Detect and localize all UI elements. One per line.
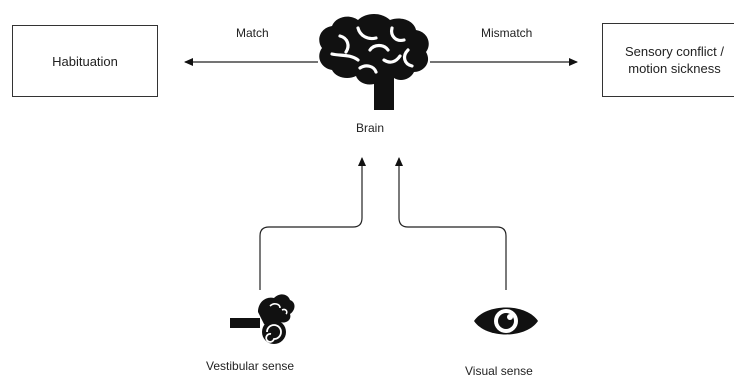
habituation-label: Habituation xyxy=(52,53,118,69)
visual-to-brain-arrow xyxy=(395,157,507,290)
vestibular-to-brain-arrow xyxy=(259,157,366,290)
brain-icon xyxy=(319,14,429,110)
mismatch-label: Mismatch xyxy=(481,26,533,40)
inner-ear-icon xyxy=(230,294,295,344)
match-label: Match xyxy=(236,26,269,40)
vestibular-label: Vestibular sense xyxy=(206,359,295,373)
brain-label: Brain xyxy=(356,121,385,135)
sensory-conflict-label: Sensory conflict / motion sickness xyxy=(625,44,724,76)
eye-icon xyxy=(474,307,538,335)
visual-label: Visual sense xyxy=(465,364,533,378)
habituation-box: Habituation xyxy=(12,25,158,97)
sensory-conflict-box: Sensory conflict / motion sickness xyxy=(602,23,734,97)
